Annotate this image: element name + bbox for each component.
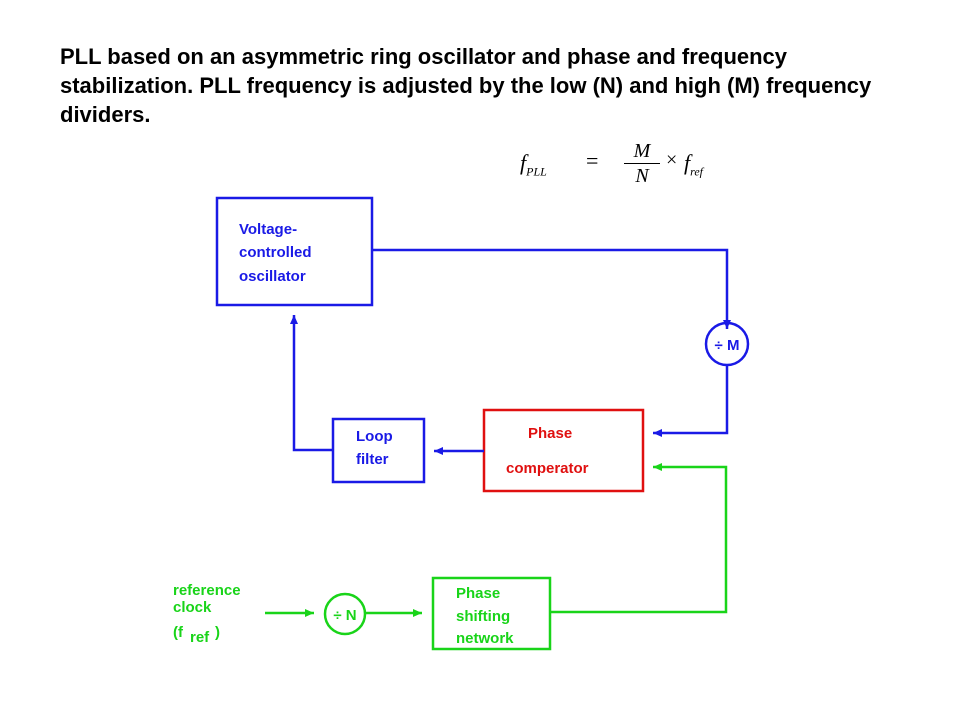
phase-comparator-label-line-1: Phase [528,425,572,442]
divider-m-label: ÷ M [715,337,740,354]
vco-box [215,196,374,307]
phase-comparator-block: Phase comperator [482,408,645,493]
phase-comparator-label-line-2: comperator [506,460,589,477]
reference-label-line-2: clock [173,599,212,616]
formula-fraction: M N [624,140,660,187]
reference-clock-label: reference clock (f ref ) [173,582,241,646]
loop-filter-label-line-2: filter [356,451,389,468]
phase-shifter-block: Phase shifting network [431,576,552,651]
vco-label-line-3: oscillator [239,268,306,285]
loop-filter-to-vco-wire [290,315,333,452]
phase-comparator-box [482,408,645,493]
frequency-formula: fPLL = M N × fref [520,140,740,188]
vco-label-line-1: Voltage- [239,221,297,238]
formula-equals: = [586,148,599,173]
divider-n-label: ÷ N [333,607,356,624]
loop-filter-block: Loop filter [331,417,426,484]
formula-numerator: M [633,140,651,162]
formula-lhs: fPLL [520,150,547,179]
formula-rhs: fref [684,150,704,179]
reference-label-f: (f [173,624,184,641]
reference-label-sub: ref [190,629,210,646]
phase-shifter-to-comparator-wire [550,463,728,614]
vco-block: Voltage- controlled oscillator [215,196,374,307]
phase-shifter-label-line-1: Phase [456,585,500,602]
page-title: PLL based on an asymmetric ring oscillat… [60,44,872,127]
divider-n-block: ÷ N [323,592,367,636]
phase-shifter-label-line-3: network [456,630,514,647]
reference-label-close: ) [215,624,220,641]
loop-filter-label-line-1: Loop [356,428,393,445]
phase-shifter-label-line-2: shifting [456,608,510,625]
fraction-bar [624,163,660,164]
vco-label-line-2: controlled [239,244,312,261]
divider-m-block: ÷ M [704,321,750,367]
vco-to-divider-m-wire [372,248,731,329]
divider-m-to-comparator-wire [653,365,729,437]
phase-shifter-box [431,576,552,651]
formula-denominator: N [635,165,649,187]
formula-times: × [666,149,678,171]
reference-label-line-1: reference [173,582,241,599]
